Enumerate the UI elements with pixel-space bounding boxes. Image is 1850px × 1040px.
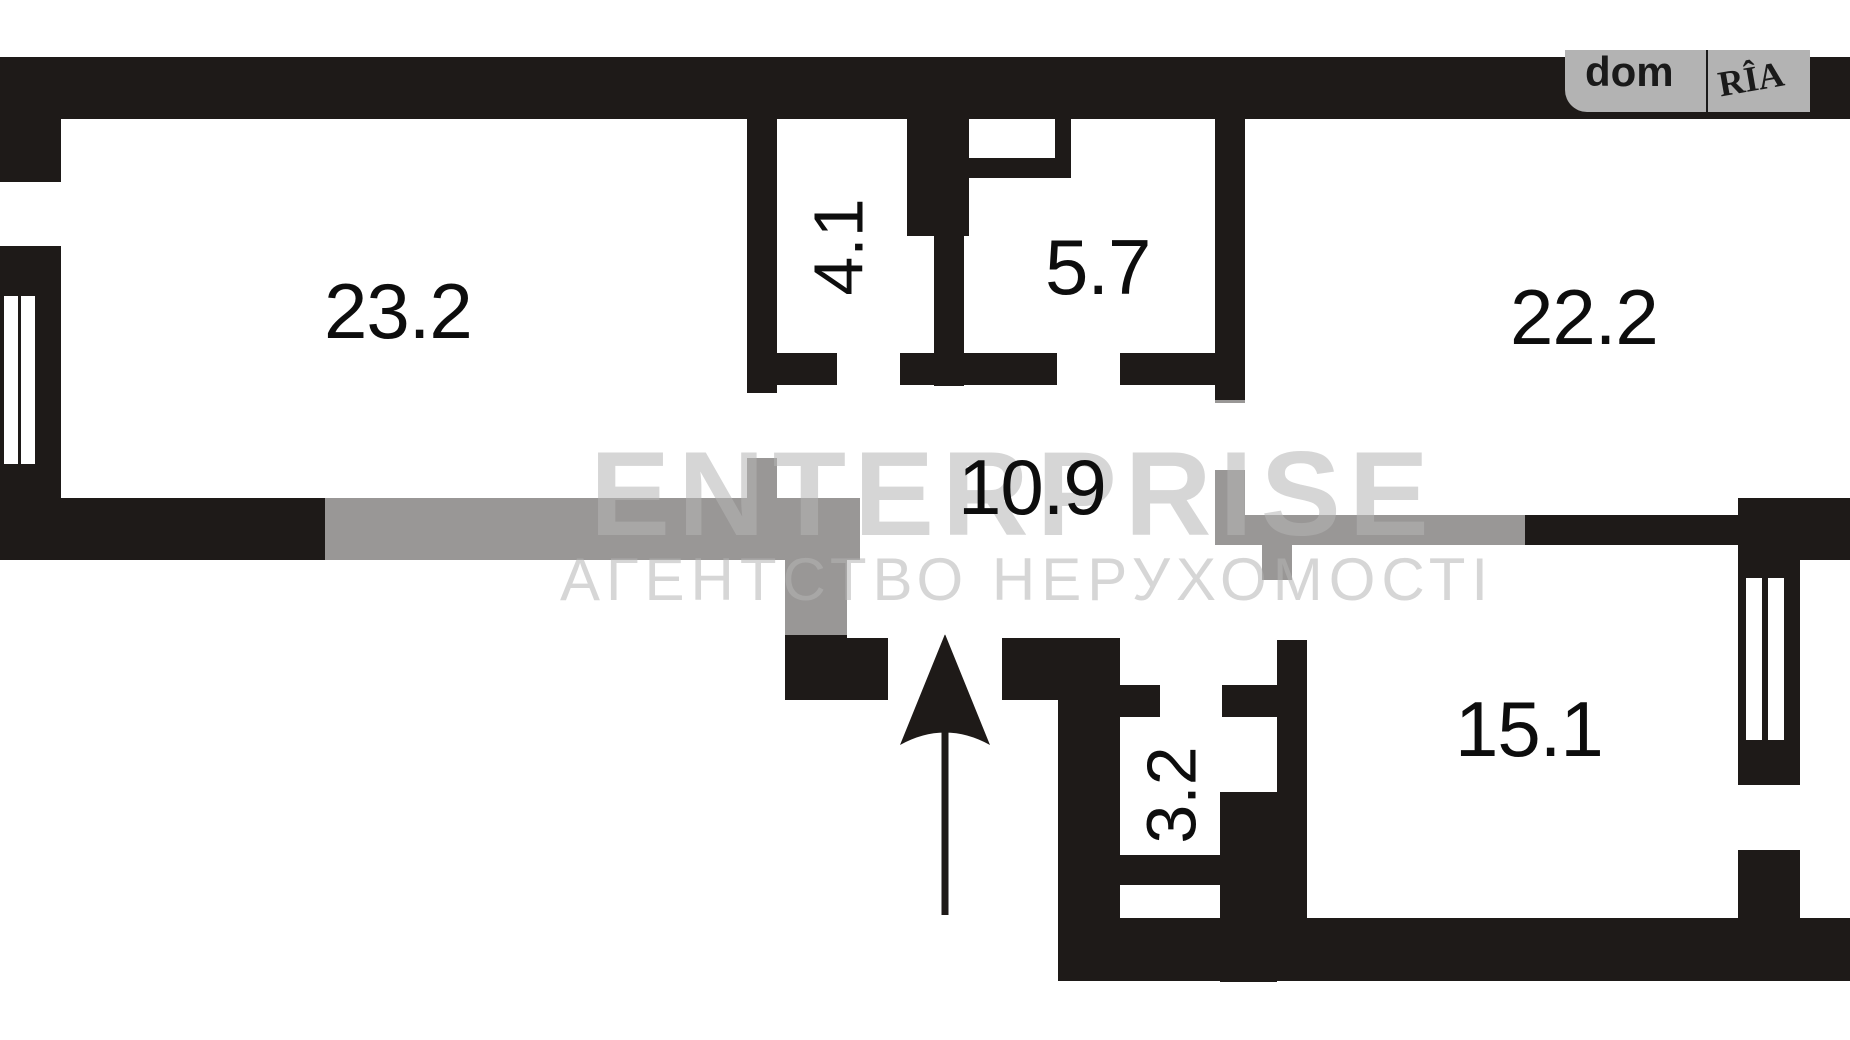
wall-closet-bottom: [965, 158, 1070, 178]
watermark-subtitle: АГЕНТСТВО НЕРУХОМОСТІ: [560, 546, 1495, 613]
watermark-panel: [325, 400, 1525, 635]
badge-divider: [1706, 50, 1708, 112]
badge-dom-text: dom: [1585, 48, 1674, 95]
dom-ria-badge: [1565, 50, 1810, 112]
wall-room3-bottom-left: [900, 353, 1057, 385]
wall-room7-top-right: [1222, 685, 1277, 717]
room-area-label: 4.1: [799, 198, 878, 296]
room-area-label: 10.9: [958, 443, 1107, 531]
room-area-label: 15.1: [1455, 685, 1604, 773]
room-area-label: 22.2: [1510, 273, 1659, 361]
wall-right-lower: [1738, 850, 1800, 920]
wall-hall-left-step: [785, 638, 888, 700]
room-area-label: 23.2: [324, 267, 473, 355]
wall-room1-room2: [747, 118, 777, 393]
wall-left-upper: [0, 57, 61, 182]
wall-room7-top-left: [1120, 685, 1160, 717]
watermark-title: ENTERPRISE: [590, 427, 1437, 561]
window-left: [4, 296, 18, 464]
wall-room7-bottom: [1120, 855, 1220, 885]
wall-room4-right-block: [1738, 498, 1850, 560]
wall-pillar: [907, 118, 969, 236]
wall-top: [0, 57, 1850, 119]
window-right-pane: [1768, 578, 1784, 740]
wall-room3-room4: [1215, 118, 1245, 403]
wall-bottom: [1058, 918, 1850, 981]
window-right: [1746, 578, 1762, 740]
wall-room2-bottom-left: [747, 353, 837, 385]
room-area-label: 5.7: [1045, 223, 1151, 311]
arrow-up-icon: [900, 634, 990, 915]
wall-closet-side: [1055, 118, 1071, 178]
window-left-pane: [21, 296, 35, 464]
room-area-label: 3.2: [1132, 746, 1211, 844]
